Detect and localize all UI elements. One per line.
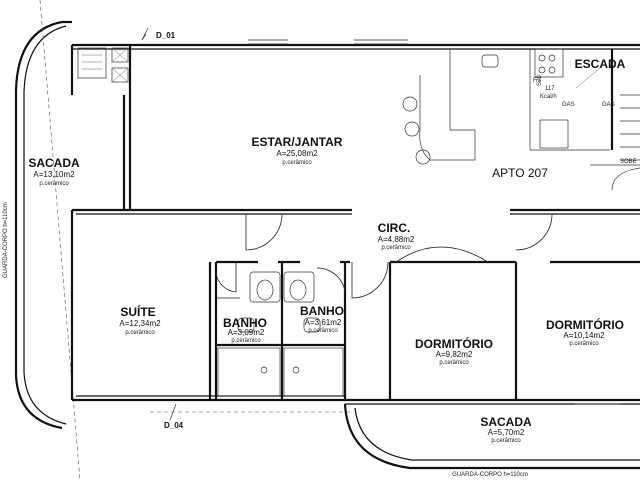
room-floor-circ: p.cerâmico bbox=[381, 245, 411, 251]
heater-code: 117 bbox=[545, 86, 555, 92]
room-area-dorm-1: A=9,82m2 bbox=[436, 350, 473, 359]
apartment-label: APTO 207 bbox=[492, 166, 548, 180]
room-area-circ: A=4,88m2 bbox=[378, 235, 415, 244]
kitchen-ref-2: S70 bbox=[537, 75, 543, 86]
room-name-sacada-left: SACADA bbox=[28, 156, 80, 170]
room-area-sacada-bottom: A=5,70m2 bbox=[488, 428, 525, 437]
kitchen-ref-1: F.3 bbox=[533, 78, 542, 84]
room-floor-suite: p.cerâmico bbox=[125, 330, 155, 336]
detail-tag-bottom: D_04 bbox=[164, 421, 184, 430]
left-balcony-outline bbox=[14, 0, 81, 480]
interior-walls bbox=[208, 260, 640, 400]
room-area-estar: A=25,08m2 bbox=[276, 149, 318, 158]
room-area-suite: A=12,34m2 bbox=[119, 319, 161, 328]
room-name-banho-1: BANHO bbox=[223, 316, 267, 330]
doors bbox=[215, 39, 553, 299]
room-floor-sacada-left: p.cerâmico bbox=[39, 181, 69, 187]
room-floor-dorm-1: p.cerâmico bbox=[439, 360, 469, 366]
room-area-dorm-2: A=10,14m2 bbox=[563, 331, 605, 340]
room-name-suite: SUÍTE bbox=[120, 304, 155, 319]
room-floor-banho-2: p.cerâmico bbox=[308, 328, 338, 334]
room-floor-sacada-bottom: p.cerâmico bbox=[491, 438, 521, 444]
room-name-sacada-bottom: SACADA bbox=[480, 415, 532, 429]
room-name-estar: ESTAR/JANTAR bbox=[252, 135, 343, 149]
gas-label-1: GAS bbox=[562, 102, 575, 108]
room-name-dorm-1: DORMITÓRIO bbox=[415, 336, 493, 351]
bathroom-fixtures bbox=[237, 271, 321, 374]
guardrail-left-label: GUARDA-CORPO h=110cm bbox=[3, 202, 9, 278]
service-box bbox=[77, 47, 129, 83]
room-name-dorm-2: DORMITÓRIO bbox=[546, 317, 624, 332]
labels: D_01 D_04 ESTAR/JANTAR A=25,08m2 p.cerâm… bbox=[3, 31, 637, 478]
room-area-banho-2: A=3,61m2 bbox=[305, 318, 342, 327]
stair-direction-label: SOBE bbox=[620, 159, 637, 165]
room-floor-estar: p.cerâmico bbox=[282, 160, 312, 166]
stair-name: ESCADA bbox=[575, 57, 626, 71]
room-area-banho-1: A=3,09m2 bbox=[228, 328, 265, 337]
room-floor-dorm-2: p.cerâmico bbox=[569, 341, 599, 347]
stair bbox=[575, 67, 640, 191]
detail-markers bbox=[141, 27, 350, 421]
guardrail-bottom-label: GUARDA-CORPO h=110cm bbox=[452, 472, 528, 478]
room-name-circ: CIRC. bbox=[378, 221, 411, 235]
bottom-balcony-outline bbox=[343, 403, 640, 470]
heater-capacity: Kcal/h bbox=[540, 94, 557, 100]
room-name-banho-2: BANHO bbox=[300, 304, 344, 318]
kitchen-area bbox=[402, 48, 614, 165]
detail-tag-top: D_01 bbox=[156, 31, 176, 40]
room-floor-banho-1: p.cerâmico bbox=[231, 338, 261, 344]
room-area-sacada-left: A=13,10m2 bbox=[33, 170, 75, 179]
gas-label-2: GAS bbox=[602, 102, 615, 108]
